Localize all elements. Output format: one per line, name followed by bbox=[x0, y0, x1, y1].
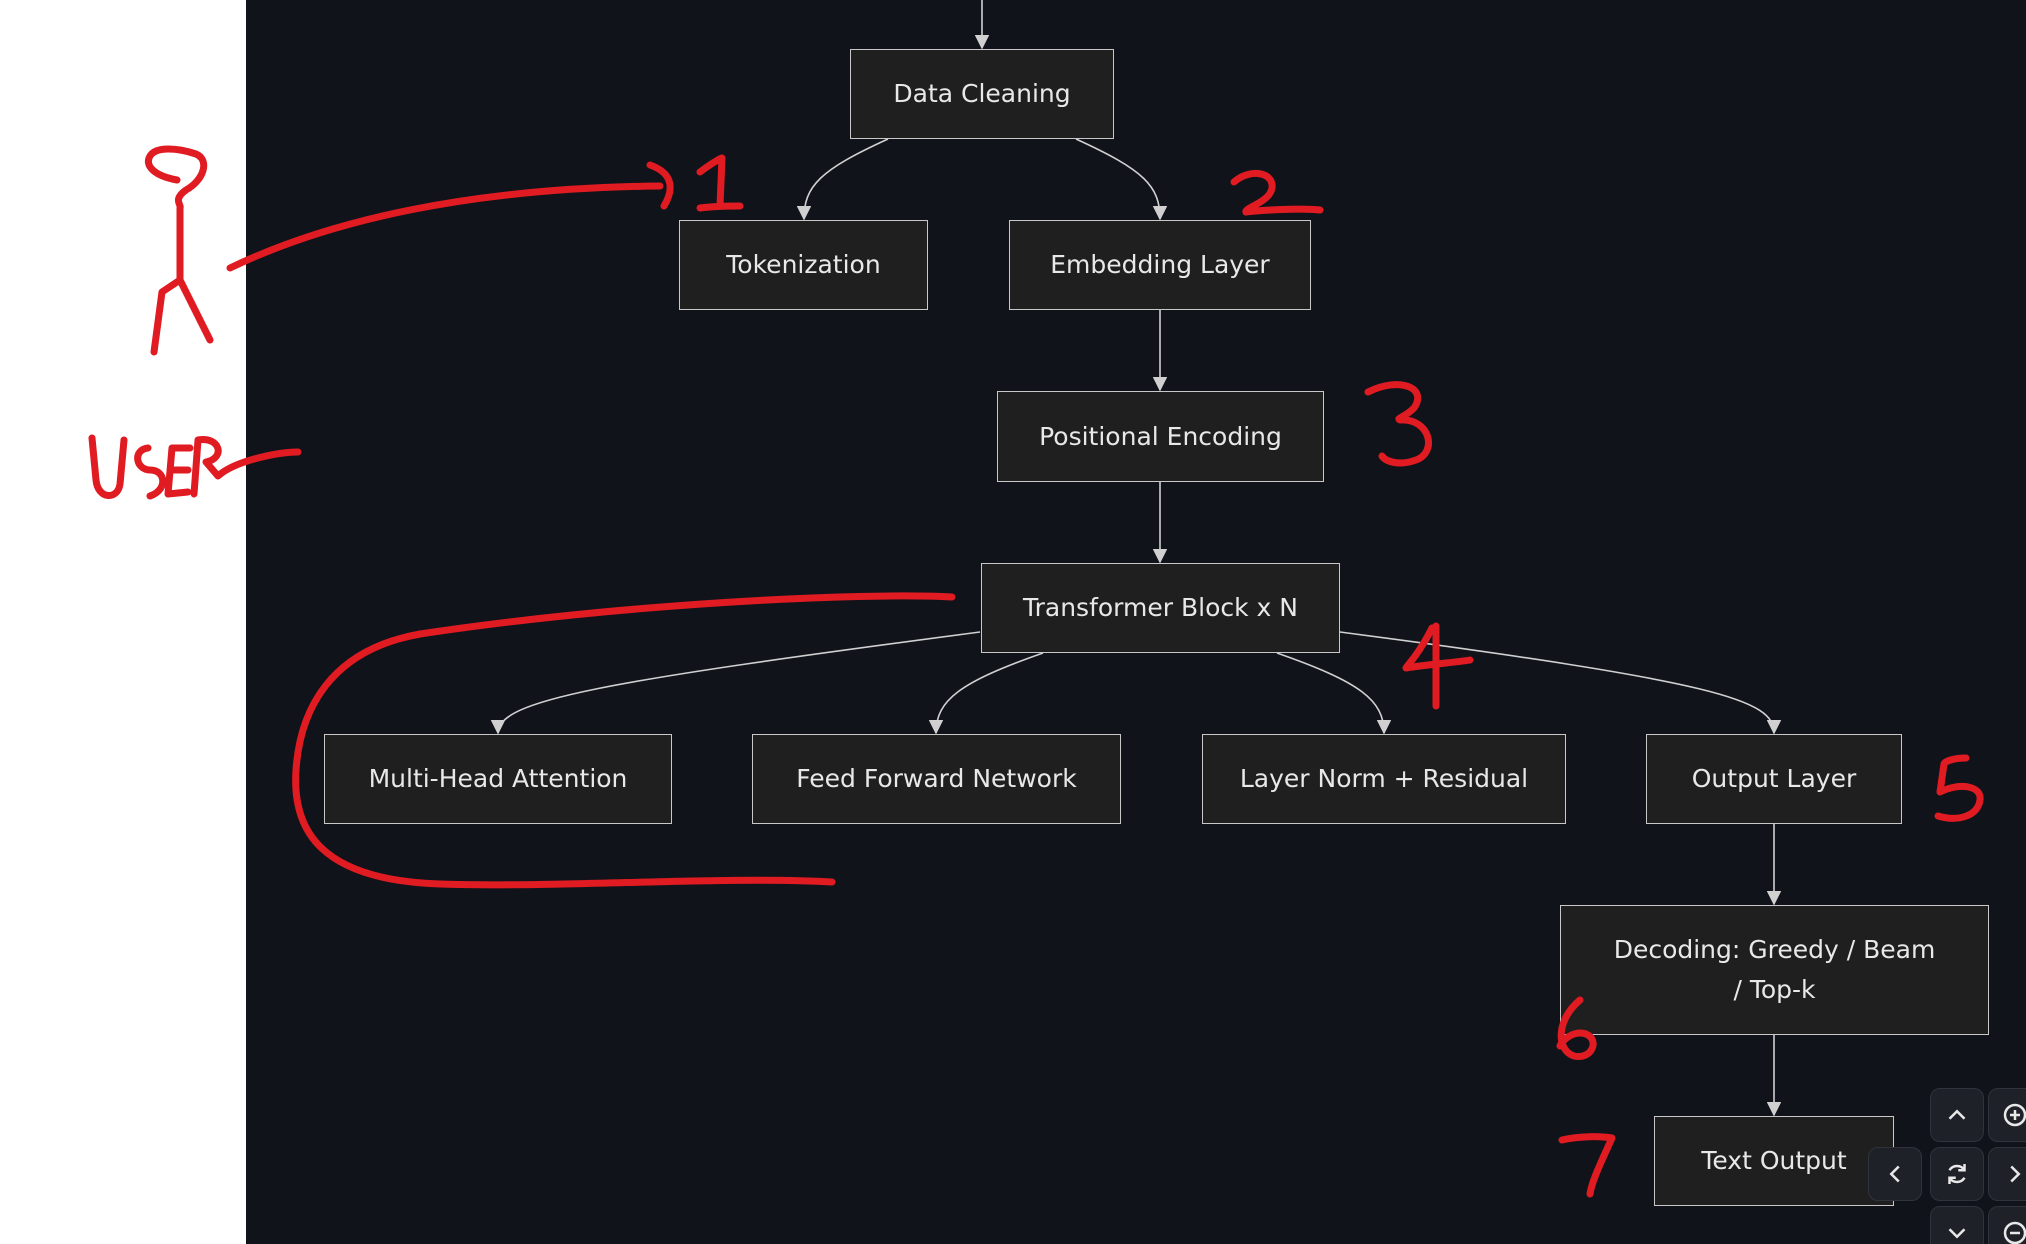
node-embedding-layer[interactable]: Embedding Layer bbox=[1009, 220, 1311, 310]
edge-cleaning-tokenization bbox=[796, 138, 889, 221]
refresh-icon bbox=[1948, 1164, 1966, 1184]
node-positional-encoding[interactable]: Positional Encoding bbox=[997, 391, 1324, 482]
edge-transformer-mha bbox=[490, 631, 981, 735]
edge-transformer-ffn bbox=[928, 652, 1044, 735]
chevron-left-icon bbox=[1889, 1165, 1900, 1183]
edge-transformer-output bbox=[1339, 631, 1782, 735]
reset-view-button[interactable] bbox=[1930, 1147, 1984, 1201]
step-1 bbox=[696, 154, 744, 212]
left-margin bbox=[0, 0, 246, 1244]
node-multi-head-attention[interactable]: Multi-Head Attention bbox=[324, 734, 672, 824]
pan-down-button[interactable] bbox=[1930, 1206, 1984, 1244]
edge-cleaning-embedding bbox=[1075, 138, 1168, 221]
stick-figure-icon bbox=[145, 145, 214, 356]
chevron-down-icon bbox=[1948, 1228, 1966, 1239]
chevron-up-icon bbox=[1948, 1109, 1966, 1120]
user-arrow bbox=[226, 161, 674, 272]
pan-left-button[interactable] bbox=[1868, 1147, 1922, 1201]
step-4 bbox=[1402, 622, 1474, 710]
mha-highlight-loop bbox=[292, 592, 956, 889]
zoom-in-button[interactable] bbox=[1988, 1088, 2026, 1142]
node-decoding[interactable]: Decoding: Greedy / Beam / Top-k bbox=[1560, 905, 1989, 1035]
pan-right-button[interactable] bbox=[1988, 1147, 2026, 1201]
step-6 bbox=[1556, 996, 1597, 1060]
step-7 bbox=[1558, 1133, 1616, 1198]
node-text-output[interactable]: Text Output bbox=[1654, 1116, 1894, 1206]
step-2 bbox=[1230, 170, 1324, 216]
edge-transformer-layernorm bbox=[1276, 652, 1392, 735]
step-3 bbox=[1364, 381, 1432, 467]
node-data-cleaning[interactable]: Data Cleaning bbox=[850, 49, 1114, 139]
zoom-out-button[interactable] bbox=[1988, 1206, 2026, 1244]
pan-up-button[interactable] bbox=[1930, 1088, 1984, 1142]
chevron-right-icon bbox=[2010, 1165, 2021, 1183]
node-output-layer[interactable]: Output Layer bbox=[1646, 734, 1902, 824]
user-lettering bbox=[88, 434, 302, 500]
node-feed-forward-network[interactable]: Feed Forward Network bbox=[752, 734, 1121, 824]
zoom-out-icon bbox=[2003, 1221, 2026, 1244]
zoom-in-icon bbox=[2003, 1103, 2026, 1127]
node-layer-norm-residual[interactable]: Layer Norm + Residual bbox=[1202, 734, 1566, 824]
node-tokenization[interactable]: Tokenization bbox=[679, 220, 928, 310]
node-transformer-block[interactable]: Transformer Block x N bbox=[981, 563, 1340, 653]
step-5 bbox=[1934, 754, 1984, 822]
